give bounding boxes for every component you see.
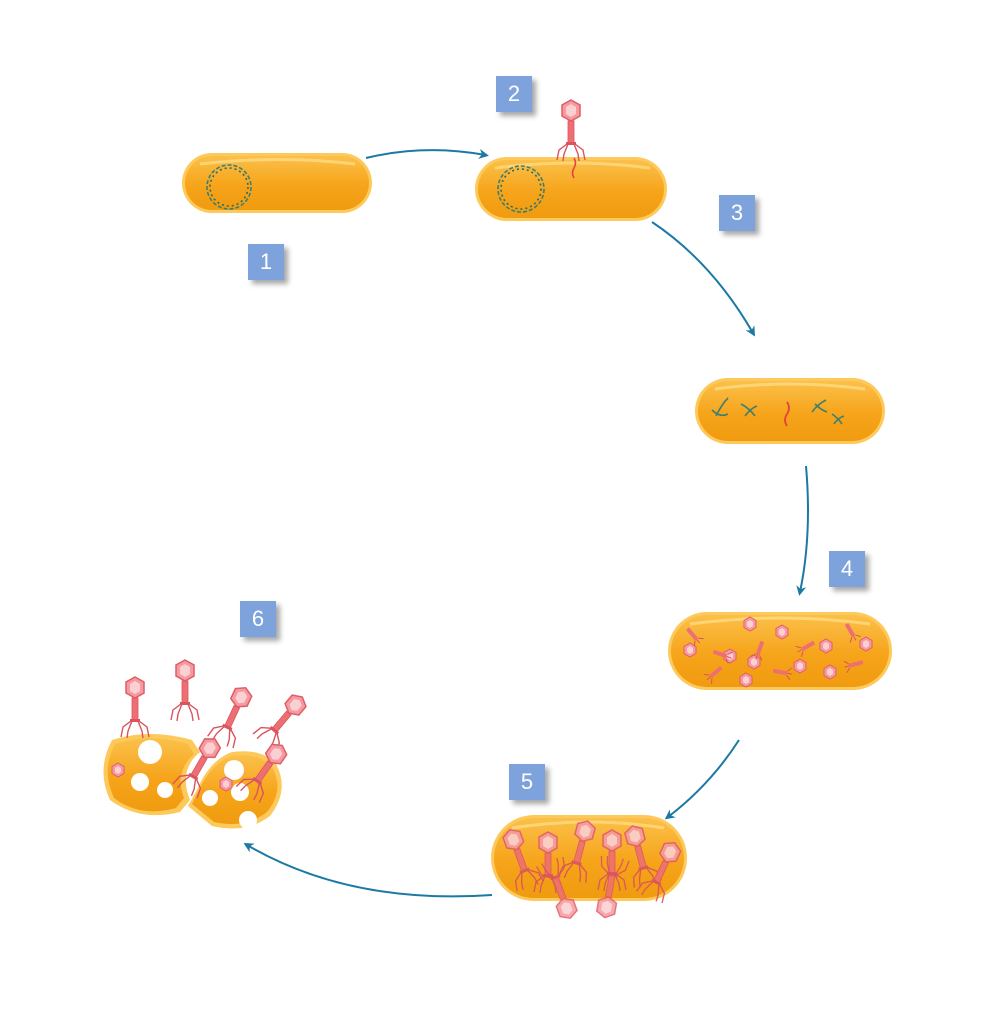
step-badge-2: 2 bbox=[496, 76, 532, 112]
step-badge-5: 5 bbox=[509, 764, 545, 800]
dna-icon bbox=[711, 397, 845, 425]
bacteriophage-icon-released bbox=[170, 659, 200, 722]
bacteriophage-icon-attaching bbox=[556, 99, 586, 162]
cycle-arrow-2-3 bbox=[651, 221, 756, 337]
dna-icon bbox=[206, 164, 252, 210]
step-badge-6: 6 bbox=[240, 601, 276, 637]
bacterium-icon-step-6-lysed bbox=[103, 734, 282, 829]
dna-icon bbox=[497, 165, 545, 213]
bacterium-icon-step-4 bbox=[668, 612, 892, 690]
cycle-arrow-3-4 bbox=[796, 465, 809, 596]
bacterium-icon-step-1 bbox=[182, 153, 372, 213]
cycle-arrow-5-6 bbox=[243, 842, 493, 898]
step-badge-3: 3 bbox=[719, 195, 755, 231]
step-badge-4: 4 bbox=[829, 551, 865, 587]
cycle-arrow-1-2 bbox=[365, 149, 489, 159]
bacterium-icon-step-2 bbox=[475, 157, 667, 221]
cycle-arrow-4-5 bbox=[664, 739, 740, 820]
bacteriophage-icon-released bbox=[251, 687, 314, 754]
bacteriophage-icon-released bbox=[120, 676, 150, 739]
bacterium-icon-step-3 bbox=[695, 378, 885, 444]
step-badge-1: 1 bbox=[248, 244, 284, 280]
bacterium-icon-step-5 bbox=[491, 815, 689, 924]
